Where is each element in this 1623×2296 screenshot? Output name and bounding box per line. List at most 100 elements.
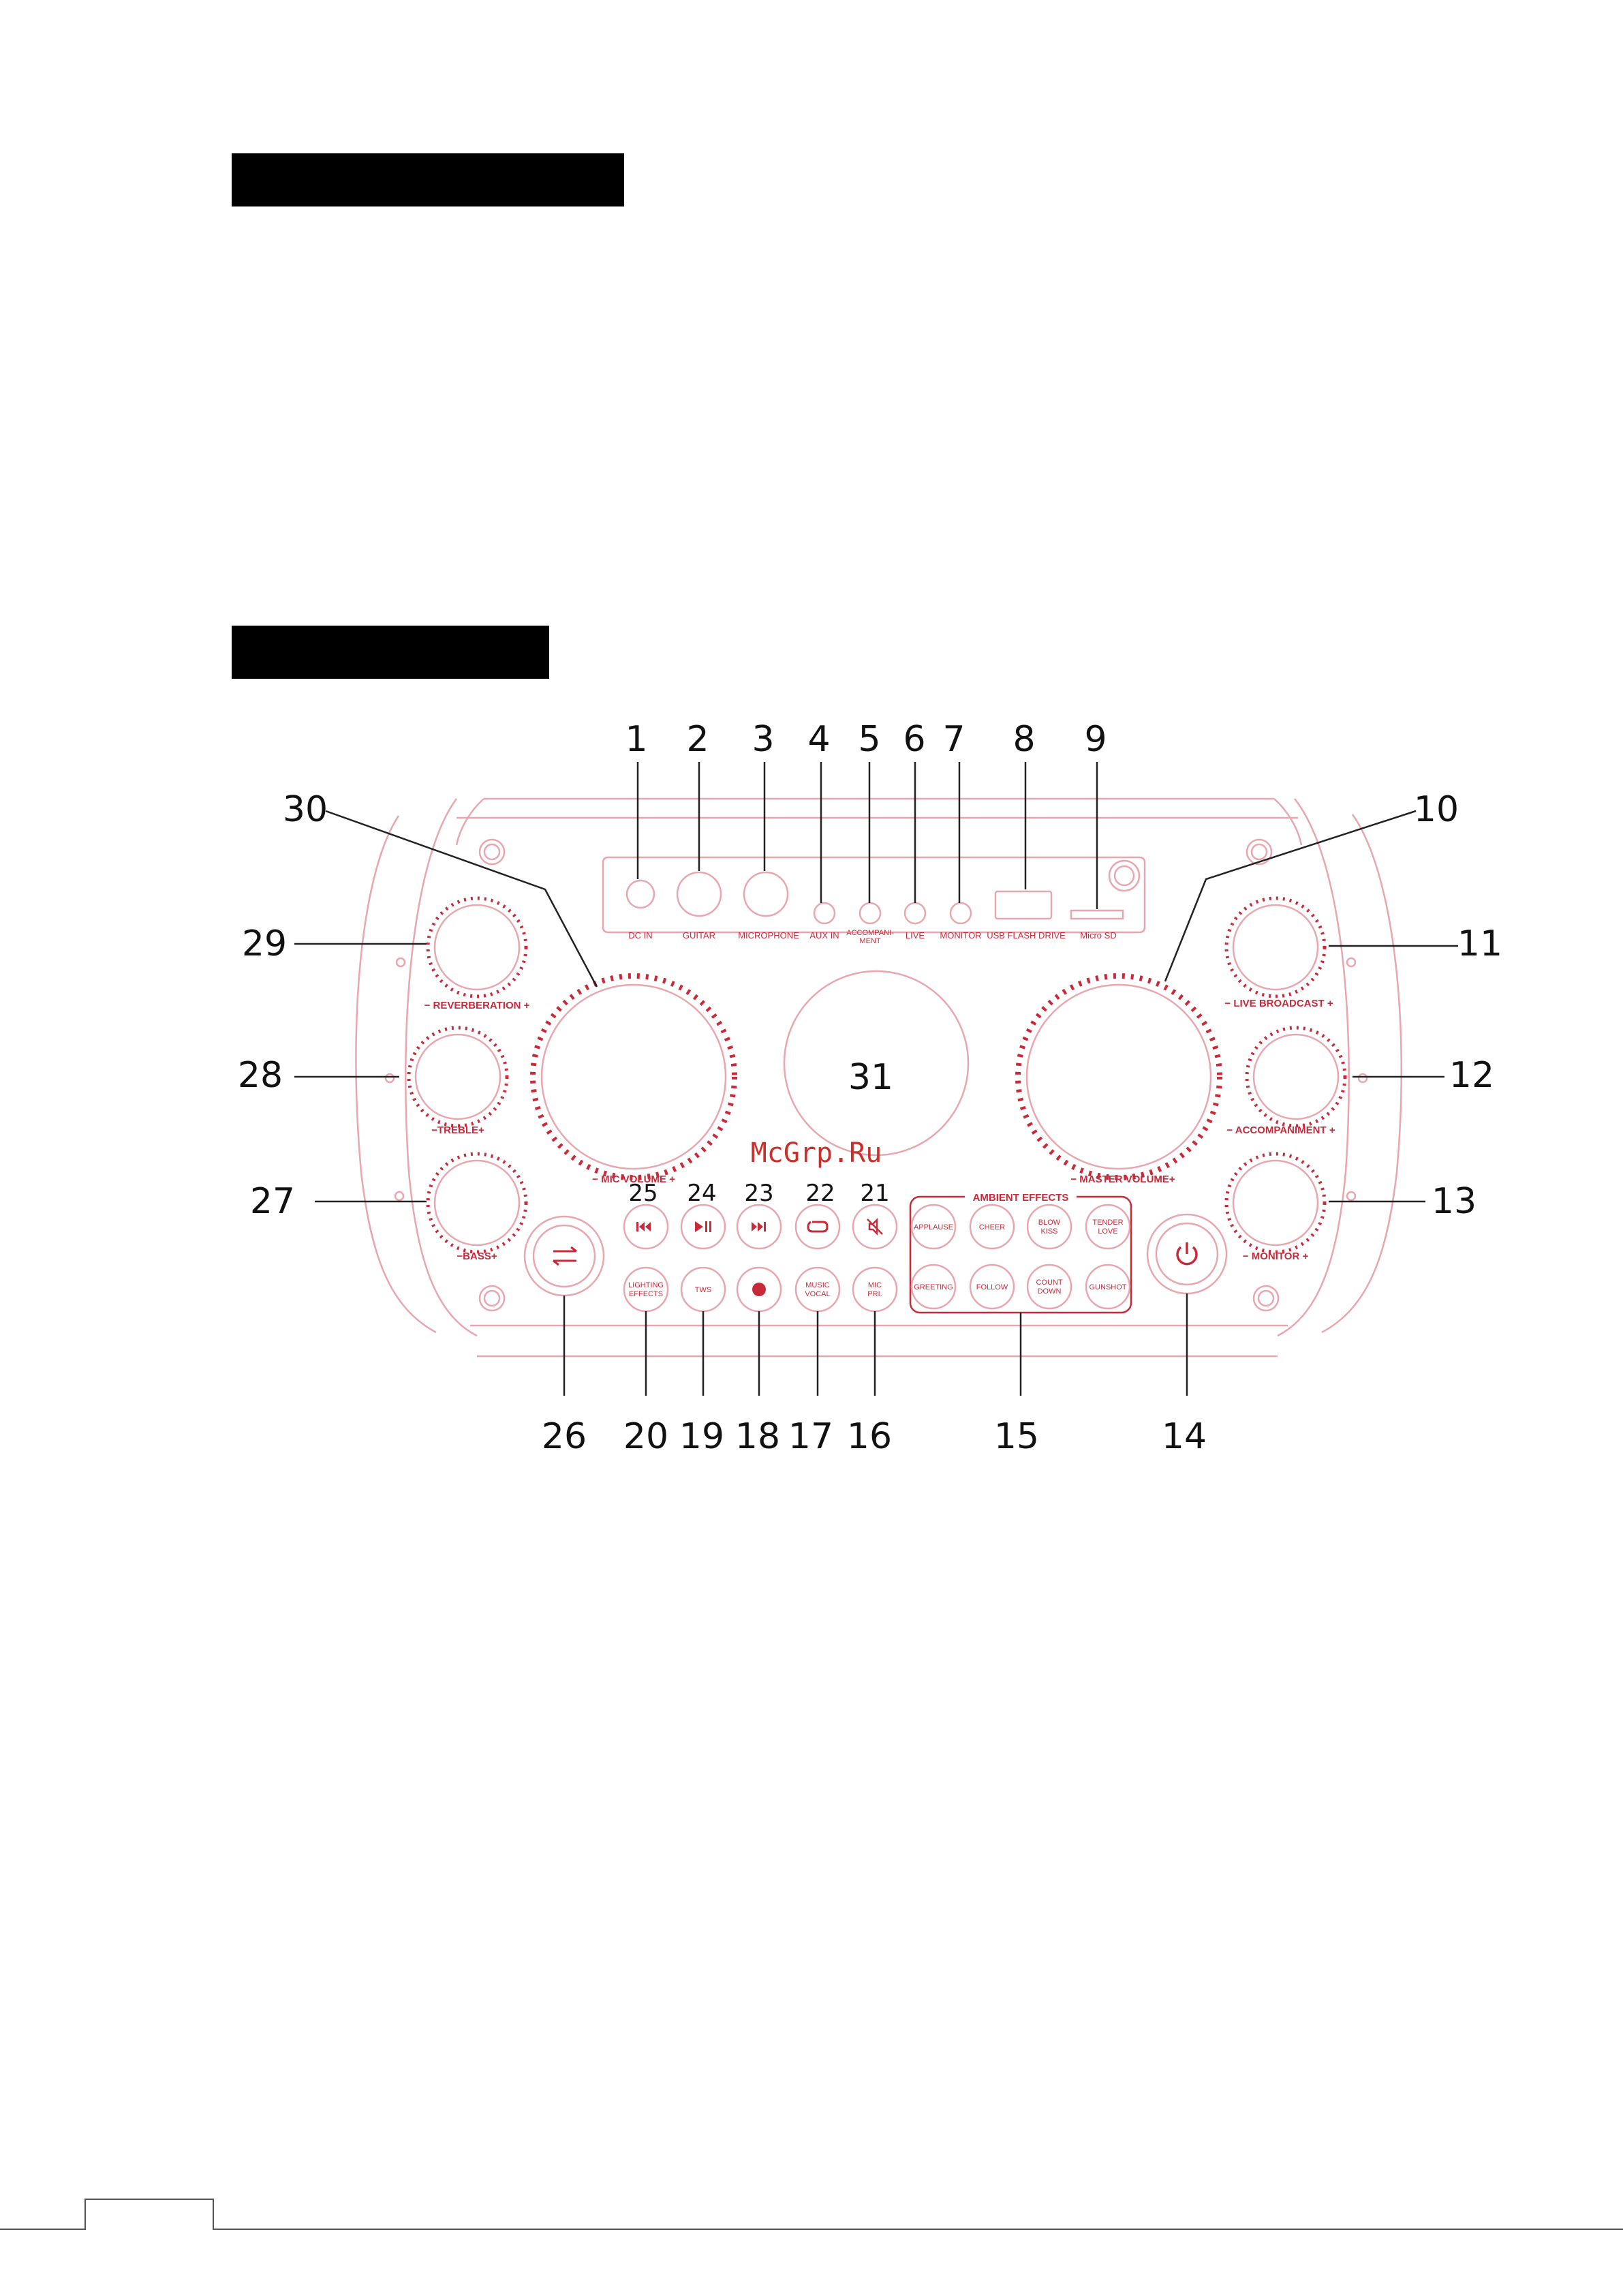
micro-sd-slot[interactable] — [1070, 909, 1124, 920]
button-label: COUNT — [1036, 1279, 1062, 1287]
gunshot-button[interactable] — [1085, 1264, 1131, 1310]
port-label: MONITOR — [940, 930, 981, 940]
master-volume-knob[interactable] — [1025, 983, 1212, 1170]
right-knobs — [1224, 896, 1347, 1254]
callout-number: 8 — [1013, 719, 1035, 760]
microphone-jack[interactable] — [743, 871, 789, 917]
panel-title-bg — [965, 1190, 1077, 1204]
button-label: TWS — [695, 1286, 711, 1294]
usb-port[interactable] — [994, 890, 1053, 920]
repeat-button[interactable] — [794, 1204, 841, 1250]
watermark-text: McGrp.Ru — [751, 1137, 882, 1169]
transport-callouts: 25 24 23 22 21 — [628, 1180, 889, 1207]
count-down-button[interactable] — [1026, 1264, 1072, 1310]
next-button[interactable] — [736, 1204, 782, 1250]
blow-kiss-button[interactable] — [1026, 1204, 1072, 1250]
callout-number: 24 — [687, 1180, 716, 1207]
left-knobs — [407, 896, 528, 1254]
panel-screw — [1108, 859, 1141, 892]
callout-number: 25 — [628, 1180, 658, 1207]
knob-label: −BASS+ — [457, 1251, 497, 1262]
mute-button[interactable] — [852, 1204, 898, 1250]
knob-label: − REVERBERATION + — [424, 1000, 530, 1011]
mic-priority-button[interactable] — [852, 1266, 898, 1313]
button-label: BLOW — [1038, 1219, 1061, 1227]
bottom-callouts: 26 20 19 18 17 16 15 14 — [542, 1416, 1207, 1457]
port-label: GUITAR — [683, 930, 715, 940]
applause-button[interactable] — [910, 1204, 957, 1250]
tender-love-button[interactable] — [1085, 1204, 1131, 1250]
previous-button[interactable] — [623, 1204, 669, 1250]
callout-number: 31 — [848, 1057, 893, 1098]
reverberation-knob[interactable] — [433, 904, 521, 991]
callout-number: 10 — [1414, 789, 1459, 830]
callout-number: 30 — [283, 789, 328, 830]
bass-knob[interactable] — [433, 1159, 521, 1246]
lighting-effects-button[interactable] — [623, 1266, 669, 1313]
follow-button[interactable] — [969, 1264, 1015, 1310]
callout-number: 21 — [860, 1180, 889, 1207]
port-label: MICROPHONE — [738, 930, 799, 940]
button-label: VOCAL — [805, 1290, 830, 1298]
play-pause-icon — [695, 1221, 711, 1232]
button-label: CHEER — [979, 1223, 1006, 1231]
left-knob-labels: − REVERBERATION + −TREBLE+ −BASS+ — [424, 1000, 530, 1262]
callout-number: 13 — [1432, 1181, 1477, 1222]
music-vocal-button[interactable] — [794, 1266, 841, 1313]
cheer-button[interactable] — [969, 1204, 1015, 1250]
previous-icon — [636, 1222, 651, 1231]
live-broadcast-knob[interactable] — [1232, 904, 1319, 991]
dc-in-port[interactable] — [625, 879, 655, 909]
top-leader-lines — [636, 762, 1098, 909]
guitar-jack[interactable] — [676, 871, 722, 917]
knob-label: − ACCOMPANIMENT + — [1226, 1124, 1335, 1136]
section-heading-bar — [232, 626, 549, 679]
callout-number: 23 — [744, 1180, 773, 1207]
accompaniment-knob[interactable] — [1252, 1033, 1340, 1120]
play-pause-button[interactable] — [680, 1204, 726, 1250]
live-jack[interactable] — [903, 902, 927, 925]
callout-number: 22 — [805, 1180, 835, 1207]
knob-label: − MASTER VOLUME+ — [1070, 1174, 1175, 1185]
right-callouts: 11 12 13 — [1432, 923, 1502, 1222]
callout-number: 12 — [1449, 1055, 1494, 1096]
port-label: LIVE — [906, 930, 925, 940]
callout-number: 19 — [679, 1416, 724, 1457]
knob-label: − MONITOR + — [1243, 1251, 1309, 1262]
button-label: MUSIC — [805, 1281, 830, 1289]
treble-knob[interactable] — [414, 1033, 501, 1120]
left-callouts: 29 28 27 — [238, 923, 295, 1222]
greeting-button[interactable] — [910, 1264, 957, 1310]
ambient-effects-title: AMBIENT EFFECTS — [973, 1192, 1069, 1204]
ambient-effects-panel — [909, 1195, 1132, 1314]
transport-buttons — [623, 1204, 898, 1250]
aux-in-jack[interactable] — [813, 902, 836, 925]
accompaniment-jack[interactable] — [859, 902, 882, 925]
top-port-row — [625, 859, 1141, 925]
repeat-icon — [807, 1221, 829, 1233]
callout-number: 1 — [625, 719, 647, 760]
button-label: GREETING — [914, 1283, 953, 1291]
port-label: USB FLASH DRIVE — [987, 930, 1066, 940]
footer-rule — [0, 2229, 1623, 2230]
button-label: MIC — [868, 1281, 882, 1289]
bottom-button-labels: LIGHTING EFFECTS TWS MUSIC VOCAL MIC PRI… — [628, 1281, 882, 1298]
callout-number: 20 — [623, 1416, 668, 1457]
callout-number: 17 — [788, 1416, 833, 1457]
callout-number: 28 — [238, 1055, 283, 1096]
mode-button[interactable] — [523, 1215, 605, 1297]
section-heading-bar — [232, 153, 624, 206]
monitor-knob[interactable] — [1232, 1159, 1319, 1246]
monitor-jack[interactable] — [949, 902, 972, 925]
button-label: GUNSHOT — [1089, 1283, 1127, 1291]
top-port-labels: DC IN GUITAR MICROPHONE AUX IN ACCOMPANI… — [628, 929, 1116, 945]
callout-number: 3 — [752, 719, 774, 760]
ambient-button-labels: APPLAUSE CHEER BLOW KISS TENDER LOVE GRE… — [914, 1219, 1127, 1296]
callout-number: 4 — [807, 719, 830, 760]
button-label: EFFECTS — [629, 1290, 663, 1298]
ambient-buttons — [910, 1204, 1131, 1310]
callout-number: 16 — [847, 1416, 892, 1457]
transport-icon-glyphs — [636, 1217, 883, 1236]
mic-volume-knob[interactable] — [540, 983, 727, 1170]
